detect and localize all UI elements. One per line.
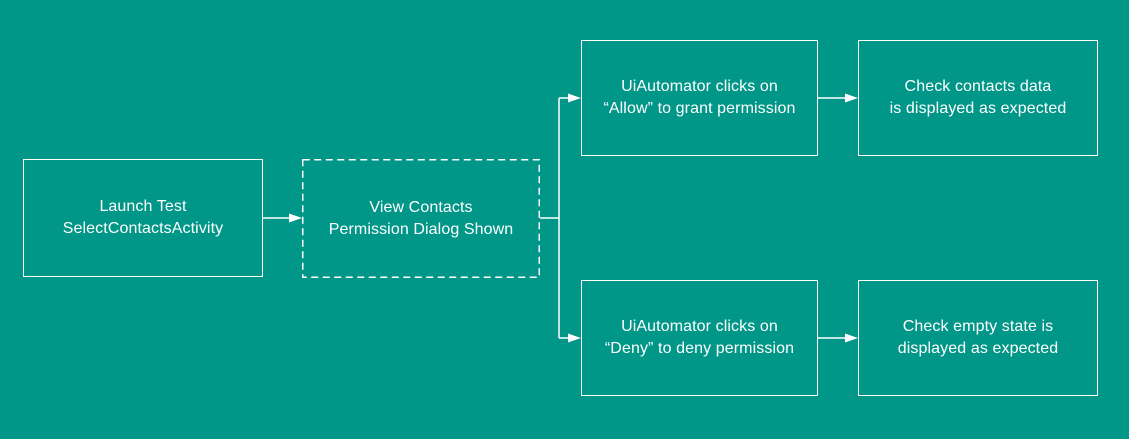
node-label: UiAutomator clicks on “Allow” to grant p… xyxy=(603,78,796,117)
node-label: Launch Test SelectContactsActivity xyxy=(62,198,224,237)
node-launch-test: Launch Test SelectContactsActivity xyxy=(23,159,263,277)
dashed-node-border xyxy=(302,159,540,278)
node-check-contacts-data: Check contacts data is displayed as expe… xyxy=(858,40,1098,156)
branch-split-line xyxy=(540,98,560,338)
node-label: UiAutomator clicks on “Deny” to deny per… xyxy=(604,318,795,357)
arrow-allow-to-check-data xyxy=(818,93,858,103)
arrow-branch-to-allow xyxy=(559,93,581,103)
node-click-deny: UiAutomator clicks on “Deny” to deny per… xyxy=(581,280,818,396)
node-click-allow: UiAutomator clicks on “Allow” to grant p… xyxy=(581,40,818,156)
node-permission-dialog: View Contacts Permission Dialog Shown xyxy=(302,159,540,278)
arrow-launch-to-dialog xyxy=(263,213,302,223)
arrow-branch-to-deny xyxy=(559,333,581,343)
arrow-deny-to-check-empty xyxy=(818,333,858,343)
node-check-empty-state: Check empty state is displayed as expect… xyxy=(858,280,1098,396)
node-label: Check empty state is displayed as expect… xyxy=(897,318,1059,357)
node-label: View Contacts Permission Dialog Shown xyxy=(328,198,514,238)
node-label: Check contacts data is displayed as expe… xyxy=(889,78,1067,117)
